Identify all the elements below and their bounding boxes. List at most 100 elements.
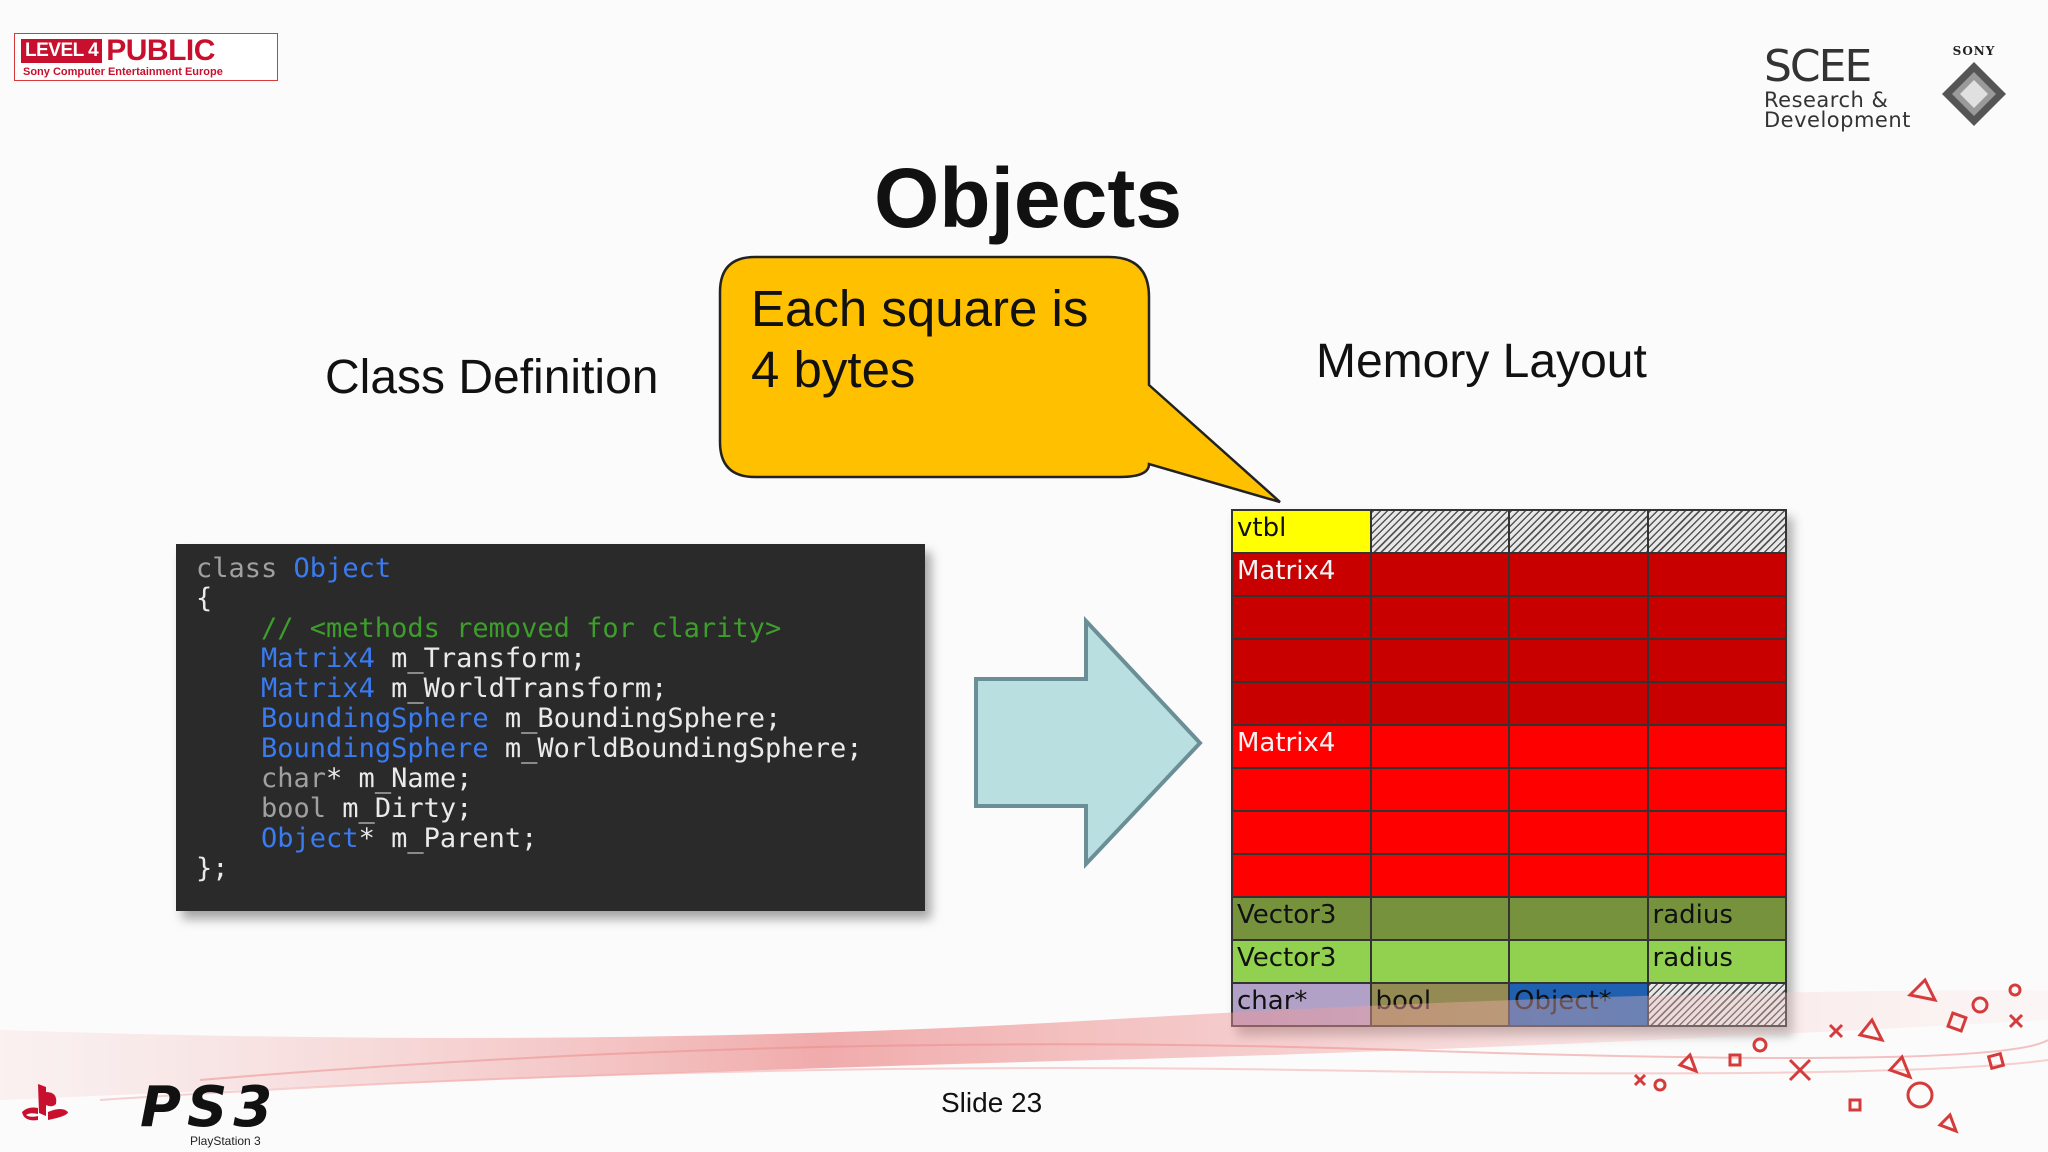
callout-line-2: 4 bytes	[751, 341, 916, 398]
code-token: * m_Parent;	[358, 823, 538, 854]
memory-cell	[1370, 510, 1509, 553]
memory-cell	[1509, 639, 1648, 682]
memory-cell	[1370, 768, 1509, 811]
memory-cell	[1509, 510, 1648, 553]
code-line: {	[196, 584, 925, 614]
memory-cell	[1647, 639, 1786, 682]
callout-bubble	[718, 255, 1281, 504]
code-token: m_BoundingSphere;	[488, 703, 782, 734]
scee-development: Development	[1764, 108, 1911, 132]
level4-public-badge: LEVEL 4 PUBLIC Sony Computer Entertainme…	[14, 33, 278, 81]
memory-cell	[1647, 553, 1786, 596]
memory-cell	[1647, 682, 1786, 725]
code-token: char	[196, 763, 327, 794]
code-line: bool m_Dirty;	[196, 794, 925, 824]
ps3-subtitle: PlayStation 3	[190, 1134, 261, 1148]
memory-cell	[1647, 768, 1786, 811]
memory-cell	[1509, 940, 1648, 983]
code-token	[196, 733, 261, 764]
memory-cell	[1509, 596, 1648, 639]
memory-cell	[1370, 854, 1509, 897]
memory-cell	[1232, 682, 1371, 725]
code-token: BoundingSphere	[261, 703, 489, 734]
playstation-shapes-decoration	[1633, 977, 2024, 1134]
memory-cell	[1509, 854, 1648, 897]
code-line: };	[196, 854, 925, 884]
memory-cell	[1509, 682, 1648, 725]
memory-cell	[1232, 854, 1371, 897]
callout-text: Each square is 4 bytes	[751, 278, 1151, 400]
memory-cell: Matrix4	[1232, 553, 1371, 596]
code-token: m_Transform;	[374, 643, 587, 674]
memory-layout-heading: Memory Layout	[1316, 335, 1647, 388]
code-token: // <methods removed for clarity>	[196, 613, 782, 644]
badge-level: LEVEL 4	[21, 39, 103, 63]
code-token: m_WorldBoundingSphere;	[488, 733, 863, 764]
memory-cell	[1370, 940, 1509, 983]
memory-cell: Vector3	[1232, 940, 1371, 983]
code-token: Matrix4	[261, 673, 375, 704]
code-token	[196, 643, 261, 674]
code-token	[196, 823, 261, 854]
code-token: {	[196, 583, 213, 614]
code-token: class	[196, 553, 294, 584]
memory-cell	[1509, 553, 1648, 596]
memory-cell	[1370, 725, 1509, 768]
memory-cell	[1647, 510, 1786, 553]
footer-swoosh	[0, 990, 2048, 1101]
memory-cell	[1232, 811, 1371, 854]
code-line: char* m_Name;	[196, 764, 925, 794]
memory-cell	[1509, 725, 1648, 768]
memory-cell: vtbl	[1232, 510, 1371, 553]
code-line: BoundingSphere m_BoundingSphere;	[196, 704, 925, 734]
code-line: Matrix4 m_Transform;	[196, 644, 925, 674]
memory-cell: Vector3	[1232, 897, 1371, 940]
right-arrow-icon	[974, 616, 1203, 870]
callout-line-1: Each square is	[751, 280, 1089, 337]
code-line: class Object	[196, 554, 925, 584]
memory-cell	[1370, 682, 1509, 725]
code-token	[196, 673, 261, 704]
memory-cell: radius	[1647, 940, 1786, 983]
memory-cell	[1370, 811, 1509, 854]
code-line: Object* m_Parent;	[196, 824, 925, 854]
code-token: Matrix4	[261, 643, 375, 674]
code-token: Object	[261, 823, 359, 854]
code-line: BoundingSphere m_WorldBoundingSphere;	[196, 734, 925, 764]
code-panel: class Object{ // <methods removed for cl…	[176, 544, 925, 911]
memory-cell	[1647, 811, 1786, 854]
memory-cell: Matrix4	[1232, 725, 1371, 768]
code-token: m_WorldTransform;	[374, 673, 668, 704]
ps3-logo: PS3 PlayStation 3	[140, 1075, 278, 1148]
code-token: bool	[196, 793, 327, 824]
memory-cell	[1509, 811, 1648, 854]
playstation-logo-icon	[22, 1084, 68, 1121]
sony-computer-logo: SONY	[1938, 44, 2010, 133]
code-token: m_Dirty;	[326, 793, 473, 824]
memory-cell	[1509, 897, 1648, 940]
code-line: Matrix4 m_WorldTransform;	[196, 674, 925, 704]
code-line: // <methods removed for clarity>	[196, 614, 925, 644]
scee-logo: SCEE Research & Development	[1764, 41, 1914, 132]
memory-cell	[1370, 553, 1509, 596]
memory-cell	[1370, 897, 1509, 940]
memory-cell	[1509, 768, 1648, 811]
memory-cell	[1647, 854, 1786, 897]
memory-cell	[1232, 596, 1371, 639]
code-token: };	[196, 853, 229, 884]
class-definition-heading: Class Definition	[325, 351, 659, 404]
badge-public: PUBLIC	[106, 34, 215, 67]
scee-research: Research &	[1764, 88, 1889, 112]
code-token	[196, 703, 261, 734]
scee-text: SCEE	[1764, 41, 1872, 92]
sony-brand: SONY	[1952, 44, 1996, 58]
memory-cell	[1232, 768, 1371, 811]
code-token: * m_Name;	[326, 763, 473, 794]
code-token: BoundingSphere	[261, 733, 489, 764]
code-token: Object	[293, 553, 392, 584]
slide-title: Objects	[873, 151, 1183, 245]
ps3-text: PS3	[140, 1075, 279, 1140]
memory-cell: radius	[1647, 897, 1786, 940]
memory-cell	[1370, 639, 1509, 682]
